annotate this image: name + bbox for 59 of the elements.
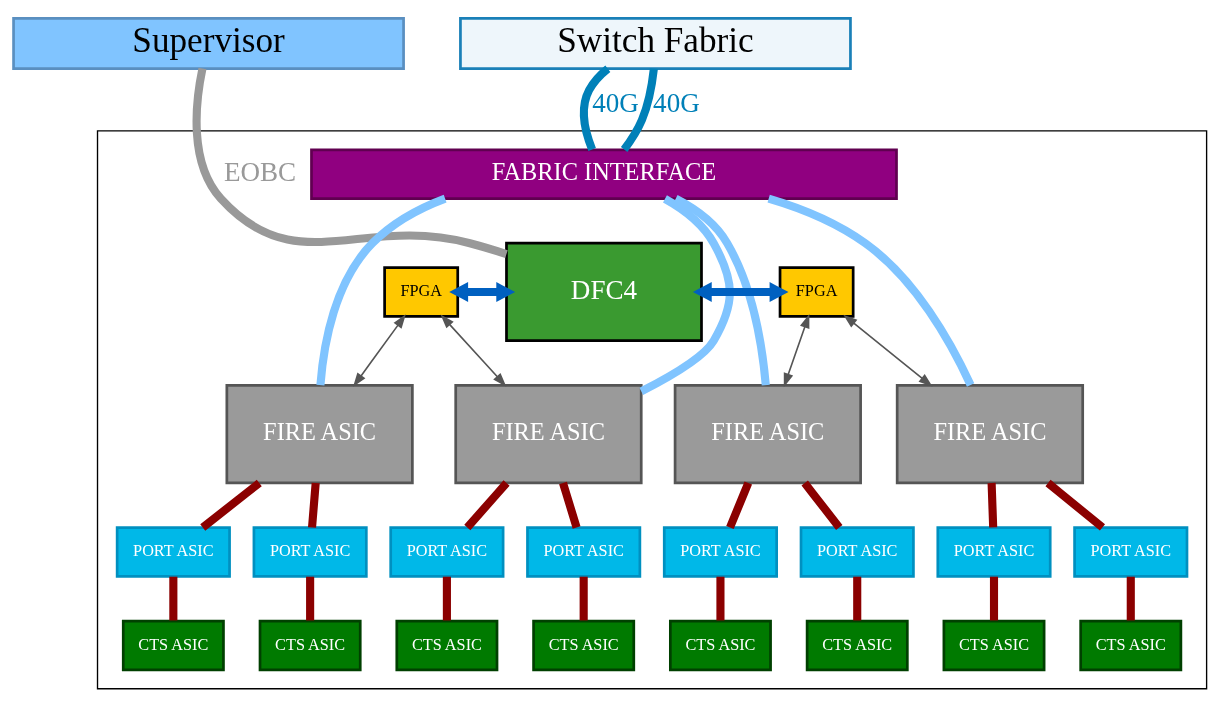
cluster [96,129,1208,689]
arrow [449,281,516,302]
node-box: DFC4 [505,241,703,342]
connector [192,67,508,258]
arrow [843,314,933,387]
connector [442,576,451,620]
edge-label: 40G [592,87,639,118]
connector [987,482,998,528]
node-box: CTS ASIC [258,619,362,671]
node-box: FIRE ASIC [454,383,643,484]
connector [306,576,315,620]
arrow [440,314,507,387]
connector [169,576,178,620]
node-box: CTS ASIC [532,619,636,671]
connector [316,194,447,386]
node-box: FABRIC INTERFACE [310,147,898,200]
connector [308,482,320,528]
connector [767,194,975,387]
node-box: CTS ASIC [395,619,499,671]
arrow [692,281,789,302]
node-box: Supervisor [12,16,405,70]
connector [726,480,753,529]
connector [620,67,658,152]
node-box: PORT ASIC [799,525,915,578]
node-box: PORT ASIC [252,525,368,578]
node-box: FIRE ASIC [225,383,414,484]
node-box: CTS ASIC [121,619,225,671]
connector [639,194,734,395]
connector [673,194,770,385]
node-box: FIRE ASIC [673,383,862,484]
edge-label: EOBC [223,156,297,187]
connector [579,576,588,620]
node-box: FPGA [383,265,460,318]
connector [801,480,843,530]
connector [1045,479,1106,531]
connector [716,576,725,620]
node-box: PORT ASIC [662,525,778,578]
node-box: CTS ASIC [805,619,909,671]
node-box: FPGA [778,265,855,318]
connector [464,479,510,530]
connector [200,479,262,531]
connector [989,576,999,620]
arrow [353,313,406,387]
node-box: PORT ASIC [115,525,231,578]
arrow [783,313,810,387]
node-box: PORT ASIC [1073,525,1189,578]
node-box: CTS ASIC [669,619,772,671]
node-box: FIRE ASIC [895,383,1085,484]
edge-label: 40G [653,87,700,118]
node-box: Switch Fabric [459,16,852,70]
node-box: PORT ASIC [936,525,1052,578]
node-box: PORT ASIC [389,525,505,578]
connector [559,481,581,529]
connector [1126,576,1135,620]
connector [853,576,862,620]
node-box: CTS ASIC [1079,619,1183,671]
connector [579,65,611,151]
node-box: CTS ASIC [942,619,1046,671]
node-box: PORT ASIC [526,525,642,578]
